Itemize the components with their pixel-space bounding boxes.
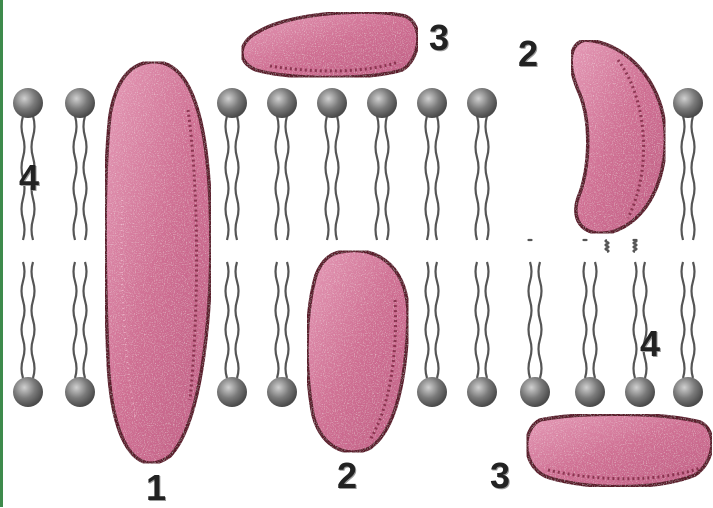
- lipid-tail: [84, 262, 87, 378]
- lipid-head: [267, 377, 297, 407]
- lipid-head: [467, 377, 497, 407]
- lipid-tail: [486, 262, 489, 378]
- lipid-head: [625, 377, 655, 407]
- lipid-tail: [326, 116, 329, 240]
- lipid-head: [13, 88, 43, 118]
- lipid-tail: [226, 116, 229, 240]
- lipid-head: [217, 377, 247, 407]
- label-peripheral-protein-top: 3: [429, 20, 449, 56]
- lipid-tail: [426, 262, 429, 378]
- label-semi-integral-protein-bottom: 2: [337, 458, 357, 494]
- lipid-tail: [226, 262, 229, 378]
- lipid-tail: [682, 262, 685, 378]
- lipid-tail: [486, 116, 489, 240]
- lipid-tail: [584, 262, 587, 378]
- lipid-tail: [539, 262, 542, 378]
- peripheral-protein-bottom: [527, 414, 712, 486]
- peripheral-protein-top: [242, 12, 418, 77]
- left-edge-line: [0, 0, 3, 507]
- lipid-tail: [529, 262, 532, 378]
- label-lipid-right: 4: [640, 326, 660, 362]
- lipid-head: [217, 88, 247, 118]
- lipid-head: [417, 88, 447, 118]
- lipid-tail: [476, 262, 479, 378]
- lipid-tail: [634, 240, 637, 252]
- lipid-tail: [236, 116, 239, 240]
- lipid-tail: [692, 262, 695, 378]
- lipid-tail: [682, 116, 685, 240]
- lipid-tail: [74, 262, 77, 378]
- lipid-head: [467, 88, 497, 118]
- lipid-head: [65, 88, 95, 118]
- lipid-head: [417, 377, 447, 407]
- lipid-tail: [476, 116, 479, 240]
- lipid-tail: [276, 262, 279, 378]
- lipid-tail: [74, 116, 77, 240]
- lipid-tail: [386, 116, 389, 240]
- lipid-tail: [634, 262, 637, 378]
- lipid-tail: [286, 116, 289, 240]
- integral-protein-1: [105, 62, 211, 463]
- lipid-head: [367, 88, 397, 118]
- lipid-head: [575, 377, 605, 407]
- lipid-tail: [436, 262, 439, 378]
- lipid-tail: [336, 116, 339, 240]
- lipid-tail: [276, 116, 279, 240]
- label-integral-protein: 1: [146, 470, 166, 506]
- lipid-tail: [32, 262, 35, 378]
- lipid-tail: [84, 116, 87, 240]
- lipid-head: [65, 377, 95, 407]
- lipid-head: [673, 377, 703, 407]
- lipid-tail: [236, 262, 239, 378]
- semi-integral-protein-bottom: [307, 251, 408, 453]
- label-lipid-left: 4: [19, 160, 39, 196]
- lipid-head: [673, 88, 703, 118]
- lipid-tail: [286, 262, 289, 378]
- label-semi-integral-protein-top: 2: [518, 36, 538, 72]
- semi-integral-protein-top: [571, 40, 665, 233]
- lipid-tail: [436, 116, 439, 240]
- lipid-tail: [692, 116, 695, 240]
- lipid-tail: [376, 116, 379, 240]
- lipid-head: [267, 88, 297, 118]
- lipid-head: [317, 88, 347, 118]
- lipid-head: [13, 377, 43, 407]
- lipid-head: [520, 377, 550, 407]
- label-peripheral-protein-bottom: 3: [490, 458, 510, 494]
- lipid-tail: [606, 240, 609, 252]
- lipid-tail: [22, 262, 25, 378]
- lipid-tail: [426, 116, 429, 240]
- lipid-tail: [594, 262, 597, 378]
